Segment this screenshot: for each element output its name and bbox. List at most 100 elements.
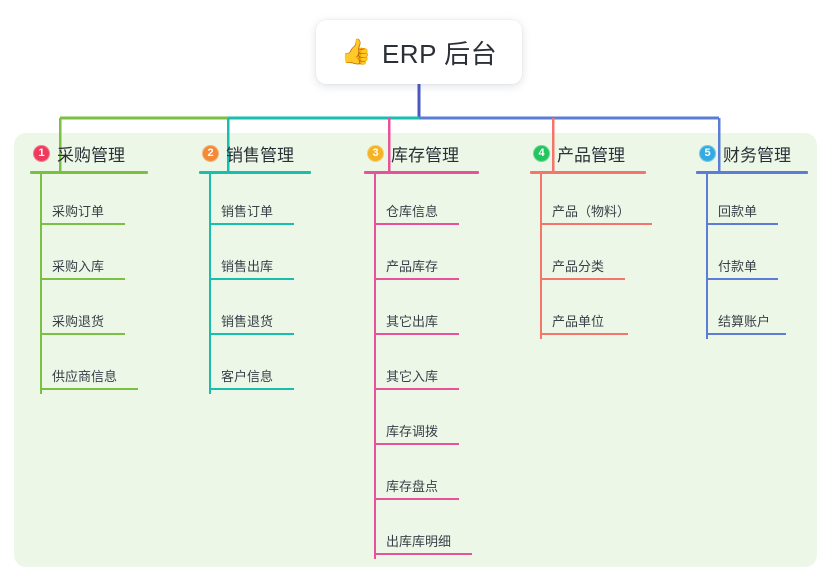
- branch-item-label: 其它入库: [386, 369, 439, 384]
- branch-item[interactable]: 采购订单: [30, 174, 148, 229]
- branch-spine: [706, 174, 708, 339]
- branch-items: 仓库信息产品库存其它出库其它入库库存调拨库存盘点出库库明细: [364, 174, 479, 559]
- branch-item-label: 销售出库: [221, 259, 274, 274]
- branch-item-underline: [706, 278, 778, 280]
- branch-item-label: 库存调拨: [386, 424, 439, 439]
- branch-item-underline: [540, 333, 628, 335]
- branch-number-badge: 2: [202, 144, 219, 162]
- branch-title: 销售管理: [226, 145, 294, 165]
- branch-spine: [374, 174, 376, 559]
- root-node[interactable]: 👍 ERP 后台: [316, 20, 522, 84]
- branch-item[interactable]: 采购退货: [30, 284, 148, 339]
- branch-item[interactable]: 产品分类: [530, 229, 646, 284]
- branch-header-2[interactable]: 2 销售管理: [199, 140, 311, 166]
- branch-item-label: 结算账户: [718, 314, 771, 329]
- branch-underline: [199, 171, 311, 174]
- branch-number-badge: 5: [699, 144, 716, 162]
- branch-item-label: 产品（物料）: [552, 204, 631, 219]
- branch-item-underline: [374, 443, 459, 445]
- root-title: ERP 后台: [381, 38, 498, 69]
- branch-item-underline: [540, 278, 625, 280]
- branch-items: 回款单付款单结算账户: [696, 174, 808, 339]
- thumbs-up-icon: 👍: [340, 37, 372, 66]
- branch-column-5: 5 财务管理回款单付款单结算账户: [696, 140, 808, 339]
- branch-number-badge: 3: [367, 144, 384, 162]
- branch-item-underline: [209, 223, 294, 225]
- branch-spine: [40, 174, 42, 394]
- branch-item[interactable]: 客户信息: [199, 339, 311, 394]
- branch-item[interactable]: 回款单: [696, 174, 808, 229]
- branch-item[interactable]: 供应商信息: [30, 339, 148, 394]
- branch-item-underline: [209, 388, 294, 390]
- branch-item[interactable]: 其它入库: [364, 339, 479, 394]
- branch-items: 产品（物料） 产品分类产品单位: [530, 174, 652, 339]
- branch-item-underline: [374, 553, 472, 555]
- branch-item-underline: [374, 333, 459, 335]
- branch-item-label: 供应商信息: [52, 369, 118, 384]
- branch-item[interactable]: 仓库信息: [364, 174, 479, 229]
- branch-column-1: 1 采购管理采购订单采购入库采购退货供应商信息: [30, 140, 148, 394]
- branch-column-2: 2 销售管理销售订单销售出库销售退货客户信息: [199, 140, 311, 394]
- branch-column-4: 4 产品管理产品（物料） 产品分类产品单位: [530, 140, 652, 339]
- branch-spine: [540, 174, 542, 339]
- branch-item-label: 回款单: [718, 204, 758, 219]
- branch-item[interactable]: 出库库明细: [364, 504, 479, 559]
- branch-item[interactable]: 库存调拨: [364, 394, 479, 449]
- branch-item-underline: [374, 223, 459, 225]
- branch-item[interactable]: 其它出库: [364, 284, 479, 339]
- branch-title: 库存管理: [391, 145, 459, 165]
- branch-underline: [696, 171, 808, 174]
- branch-item-underline: [209, 278, 294, 280]
- branch-item[interactable]: 产品库存: [364, 229, 479, 284]
- branch-underline: [530, 171, 646, 174]
- branch-item-underline: [374, 278, 459, 280]
- branch-column-3: 3 库存管理仓库信息产品库存其它出库其它入库库存调拨库存盘点出库库明细: [364, 140, 479, 559]
- branch-item[interactable]: 销售出库: [199, 229, 311, 284]
- branch-item-underline: [540, 223, 652, 225]
- branch-item[interactable]: 销售退货: [199, 284, 311, 339]
- branch-title: 财务管理: [723, 145, 791, 165]
- branch-item[interactable]: 产品（物料）: [530, 174, 652, 229]
- branch-item-label: 采购退货: [52, 314, 105, 329]
- branch-item[interactable]: 采购入库: [30, 229, 148, 284]
- branch-header-4[interactable]: 4 产品管理: [530, 140, 646, 166]
- branch-items: 采购订单采购入库采购退货供应商信息: [30, 174, 148, 394]
- branch-item-underline: [374, 498, 459, 500]
- branch-item-label: 付款单: [718, 259, 758, 274]
- branch-header-5[interactable]: 5 财务管理: [696, 140, 808, 166]
- branch-item-underline: [40, 278, 125, 280]
- branch-item-label: 采购订单: [52, 204, 105, 219]
- branch-item[interactable]: 结算账户: [696, 284, 808, 339]
- branch-number-badge: 4: [533, 144, 550, 162]
- branch-item-label: 产品库存: [386, 259, 439, 274]
- branch-item[interactable]: 库存盘点: [364, 449, 479, 504]
- branch-item-underline: [40, 388, 138, 390]
- branch-item-underline: [706, 333, 786, 335]
- branch-title: 产品管理: [557, 145, 625, 165]
- branch-item-label: 采购入库: [52, 259, 105, 274]
- branch-item[interactable]: 产品单位: [530, 284, 646, 339]
- branch-item-underline: [374, 388, 459, 390]
- branches-panel: [14, 133, 817, 567]
- branch-item[interactable]: 付款单: [696, 229, 808, 284]
- branch-item-label: 销售订单: [221, 204, 274, 219]
- branch-item-label: 出库库明细: [386, 534, 452, 549]
- branch-item-label: 客户信息: [221, 369, 274, 384]
- branch-item-label: 产品分类: [552, 259, 605, 274]
- branch-header-3[interactable]: 3 库存管理: [364, 140, 479, 166]
- branch-number-badge: 1: [33, 144, 50, 162]
- branch-title: 采购管理: [57, 145, 125, 165]
- branch-header-1[interactable]: 1 采购管理: [30, 140, 148, 166]
- branch-item-label: 仓库信息: [386, 204, 439, 219]
- branch-item-label: 销售退货: [221, 314, 274, 329]
- branch-item[interactable]: 销售订单: [199, 174, 311, 229]
- branch-item-underline: [40, 223, 125, 225]
- branch-item-label: 库存盘点: [386, 479, 439, 494]
- branch-items: 销售订单销售出库销售退货客户信息: [199, 174, 311, 394]
- branch-item-label: 其它出库: [386, 314, 439, 329]
- branch-item-underline: [40, 333, 125, 335]
- branch-item-label: 产品单位: [552, 314, 605, 329]
- branch-item-underline: [209, 333, 294, 335]
- branch-spine: [209, 174, 211, 394]
